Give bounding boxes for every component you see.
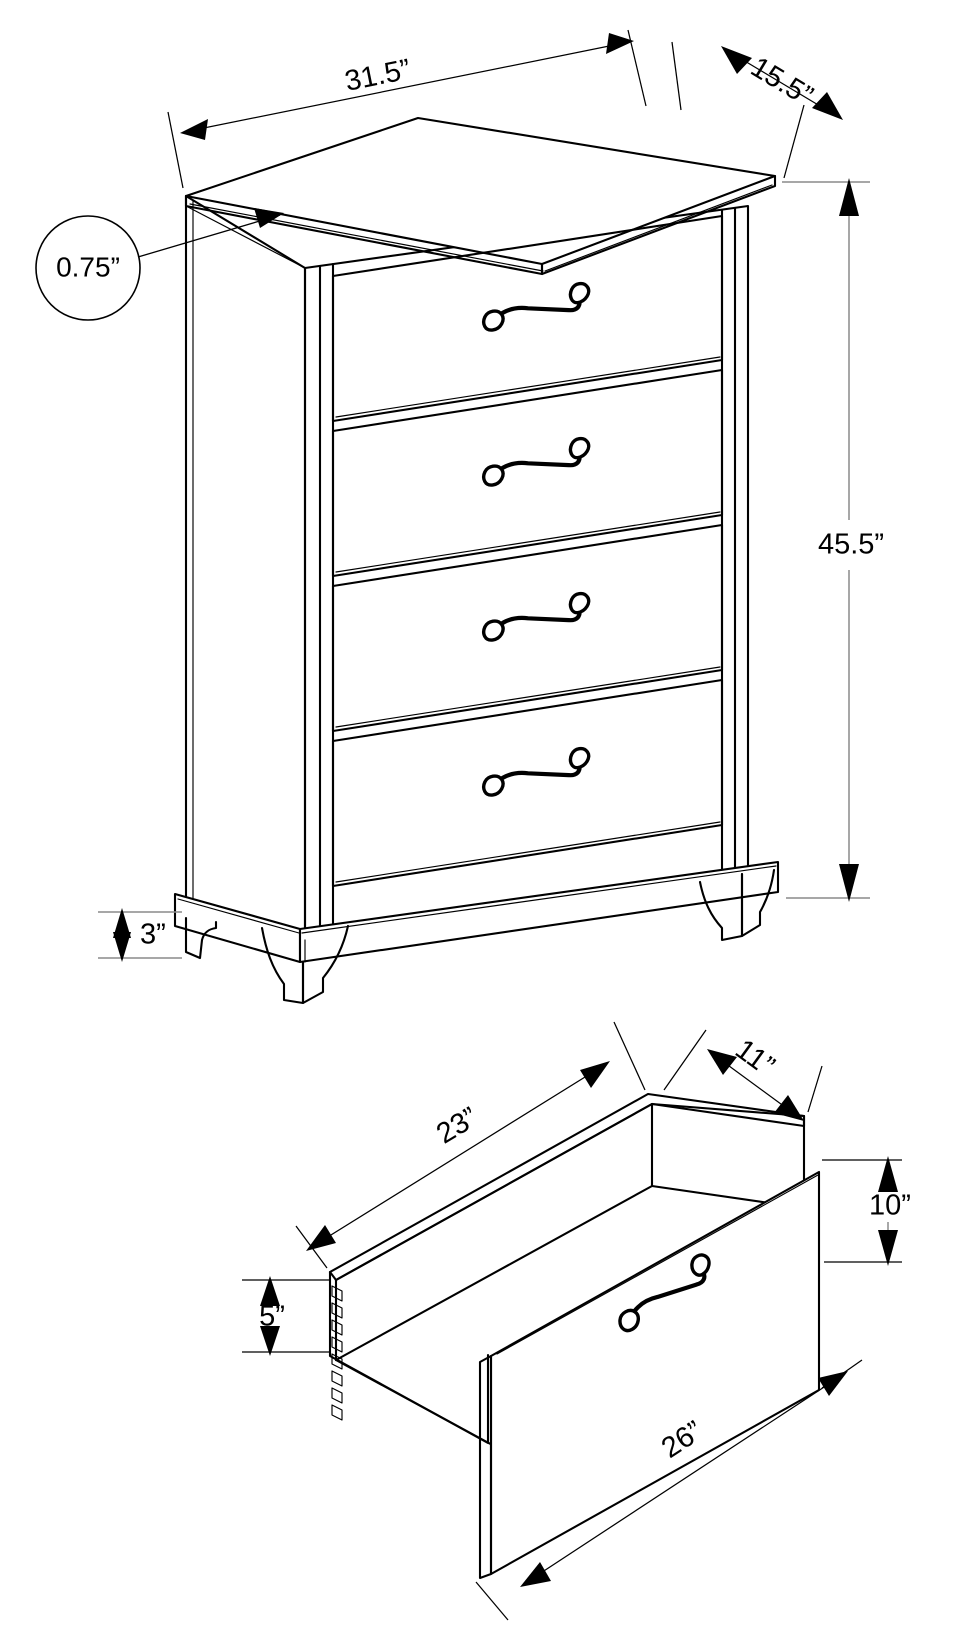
chest-drawer-4-bottom-reveal (335, 821, 721, 883)
drawer-front-face-panel (489, 1170, 821, 1576)
dim-26-arrow-right (818, 1371, 848, 1396)
dimension-drawer-length: 23” (295, 1021, 646, 1269)
chest-top-panel-edge-reveal (189, 203, 544, 272)
dim-11-ext-right (807, 1065, 823, 1113)
dim-width-line (183, 41, 630, 133)
chest-top-panel-edge-reveal-right (544, 184, 773, 272)
dim-width-ext-right (627, 29, 647, 107)
chest-top-panel-surface (184, 116, 777, 266)
chest-drawer-handle-2[interactable] (480, 437, 592, 486)
dim-depth-ext-left (671, 41, 682, 111)
dim-base-arrow-top (113, 908, 131, 938)
dim-base-label: 3” (140, 919, 166, 951)
chest-base-front-moulding-line (301, 865, 777, 934)
dim-height-arrow-bottom (839, 864, 859, 902)
chest-left-side-panel (184, 194, 307, 942)
dim-5-label: 5” (259, 1301, 285, 1333)
drawer-dovetail-joint (331, 1285, 343, 1421)
chest-top-to-side-junction (185, 205, 306, 269)
dim-width-arrow-left (180, 119, 208, 140)
chest-drawer-1-bottom-reveal (335, 356, 721, 418)
chest-foot-front-right-outer (740, 868, 776, 938)
callout-top-thickness: 0.75” (35, 208, 284, 321)
chest-foot-front-left (301, 924, 350, 1005)
chest-drawer-2-bottom-reveal (335, 511, 721, 573)
drawer-front-top-reveal (496, 1174, 819, 1355)
chest-drawer-handle-1[interactable] (480, 282, 592, 331)
dim-26-arrow-left (520, 1562, 551, 1587)
dimension-chest-depth: 15.5” (671, 41, 843, 179)
dimension-base-height: 3” (98, 908, 182, 962)
chest-drawer-front-2 (331, 368, 724, 578)
dim-10-arrow-bottom (878, 1230, 898, 1266)
chest-base-front-plinth (298, 860, 780, 964)
drawer-back-wall-top-inner (334, 1102, 654, 1282)
dim-width-label: 31.5” (342, 53, 413, 97)
chest-top-panel-right-thickness (540, 174, 777, 276)
dim-base-arrow-bottom (113, 932, 131, 962)
dim-11-label: 11” (729, 1033, 780, 1082)
chest-drawer-front-3 (331, 523, 724, 733)
dim-5-arrow-top (260, 1276, 280, 1306)
dim-10-arrow-top (878, 1156, 898, 1192)
drawer-back-wall-bottom-inner (334, 1184, 654, 1362)
dim-width-arrow-right (606, 33, 634, 54)
dim-11-ext-left (663, 1029, 707, 1091)
dim-11-arrow-left (707, 1049, 737, 1075)
dim-26-ext-left (475, 1581, 509, 1621)
dimension-drawer-front-height: 10” (822, 1156, 911, 1266)
dim-23-arrow-right (580, 1061, 610, 1088)
chest-foot-front-left-side (260, 926, 305, 1005)
dim-11-arrow-right (774, 1095, 804, 1121)
callout-balloon-circle (35, 215, 141, 321)
dim-width-ext-left (167, 111, 184, 189)
dim-10-label: 10” (869, 1190, 911, 1222)
chest-drawer-handle-3[interactable] (480, 592, 592, 641)
chest-foot-front-right (698, 872, 744, 942)
dim-5-arrow-bottom (260, 1326, 280, 1356)
callout-thickness-label: 0.75” (56, 251, 120, 282)
drawer-box-view: 23” 11” 10” (242, 1021, 911, 1621)
dimension-chest-height: 45.5” (782, 178, 884, 902)
chest-drawer-3-bottom-reveal (335, 666, 721, 728)
dim-depth-label: 15.5” (745, 51, 818, 112)
callout-leader-arrow (254, 208, 284, 228)
dim-height-arrow-top (839, 178, 859, 216)
dim-23-line (309, 1063, 607, 1249)
dim-23-ext-right (613, 1021, 646, 1091)
chest-base-left-moulding-line (177, 898, 300, 934)
chest-drawer-front-4 (331, 678, 724, 888)
dim-depth-arrow-left (721, 46, 752, 74)
dimension-drawer-side-height: 5” (242, 1276, 330, 1356)
dim-height-label: 45.5” (818, 529, 884, 561)
chest-drawer-handle-4[interactable] (480, 747, 592, 796)
drawer-left-end-panel (328, 1270, 490, 1445)
assembled-chest-view: 31.5” 15.5” 45.5” (35, 29, 884, 1005)
dim-23-arrow-left (306, 1225, 336, 1251)
chest-drawer-front-1 (331, 214, 724, 423)
dim-depth-ext-right (783, 104, 805, 179)
dim-23-label: 23” (431, 1101, 483, 1150)
callout-leader-line (137, 214, 281, 258)
dim-26-line (523, 1373, 845, 1585)
chest-foot-rear-left (184, 916, 218, 960)
dim-depth-arrow-right (812, 92, 843, 120)
drawer-front-panel-thickness (478, 1354, 493, 1580)
